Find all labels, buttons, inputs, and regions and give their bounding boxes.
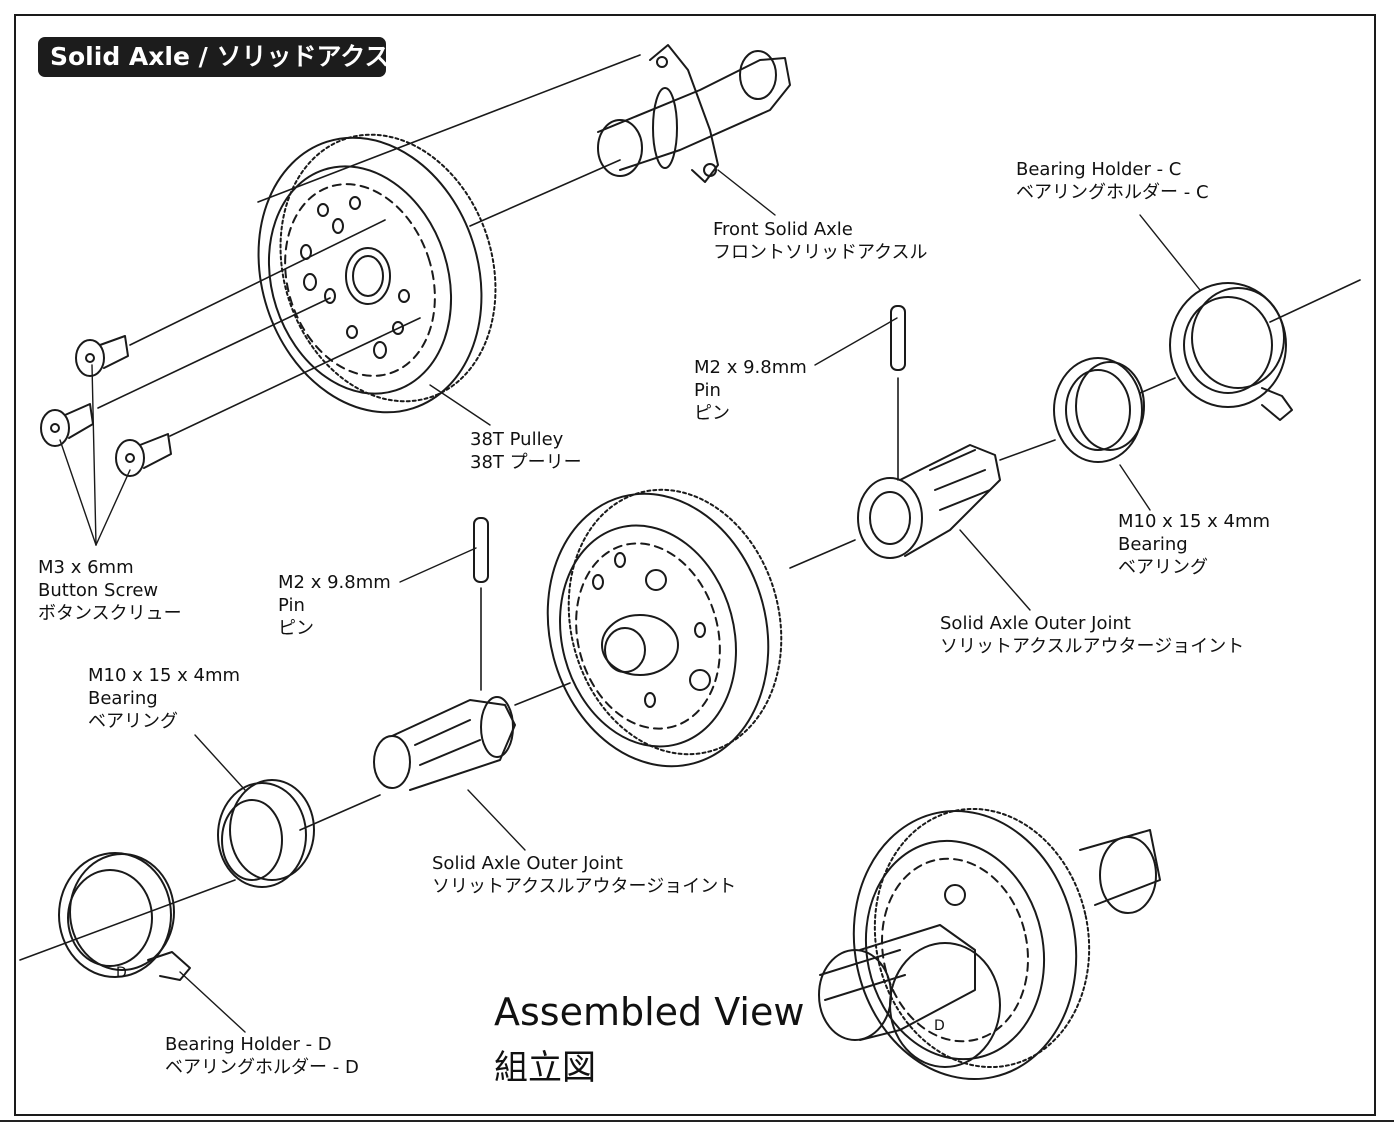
assembled-view-title-jp: 組立図 [494,1048,596,1088]
label-front-solid-axle: Front Solid Axle フロントソリッドアクスル [713,219,928,263]
diagram-frame [14,14,1376,1116]
label-outer-joint-right: Solid Axle Outer Joint ソリットアクスルアウタージョイント [940,613,1245,657]
label-pin-lower: M2 x 9.8mm Pin ピン [278,572,391,639]
label-bearing-holder-c: Bearing Holder - C ベアリングホルダー - C [1016,159,1209,203]
pin-upper [890,305,906,371]
label-bearing-left: M10 x 15 x 4mm Bearing ベアリング [88,665,241,732]
bearing-right [1053,357,1145,463]
outer-joint-right [857,444,1001,559]
label-bearing-holder-d: Bearing Holder - D ベアリングホルダー - D [165,1034,359,1078]
pulley-central [546,488,783,768]
outer-joint-left [373,696,516,791]
screw-3 [115,433,172,477]
label-outer-joint-left: Solid Axle Outer Joint ソリットアクスルアウタージョイント [432,853,737,897]
label-pin-upper: M2 x 9.8mm Pin ピン [694,357,807,424]
label-button-screw: M3 x 6mm Button Screw ボタンスクリュー [38,557,182,624]
bearing-left [217,779,315,888]
section-title: Solid Axle / ソリッドアクスル [38,37,414,77]
bearing-holder-c [1169,282,1293,421]
front-solid-axle [597,44,791,183]
assembled-d-letter: D [934,1018,945,1034]
leader-lines [59,169,1201,1033]
pin-lower [473,517,489,583]
bearing-holder-d [58,852,191,981]
label-pulley: 38T Pulley 38T プーリー [470,429,582,473]
holder-d-letter: D [116,965,127,981]
label-bearing-right: M10 x 15 x 4mm Bearing ベアリング [1118,511,1271,578]
pulley-38t-top [257,133,497,414]
assembled-view-drawing [818,807,1161,1081]
screw-2 [40,403,94,447]
assembled-view-title: Assembled View [494,990,805,1034]
screw-1 [75,335,129,377]
bottom-rule [0,1120,1394,1122]
